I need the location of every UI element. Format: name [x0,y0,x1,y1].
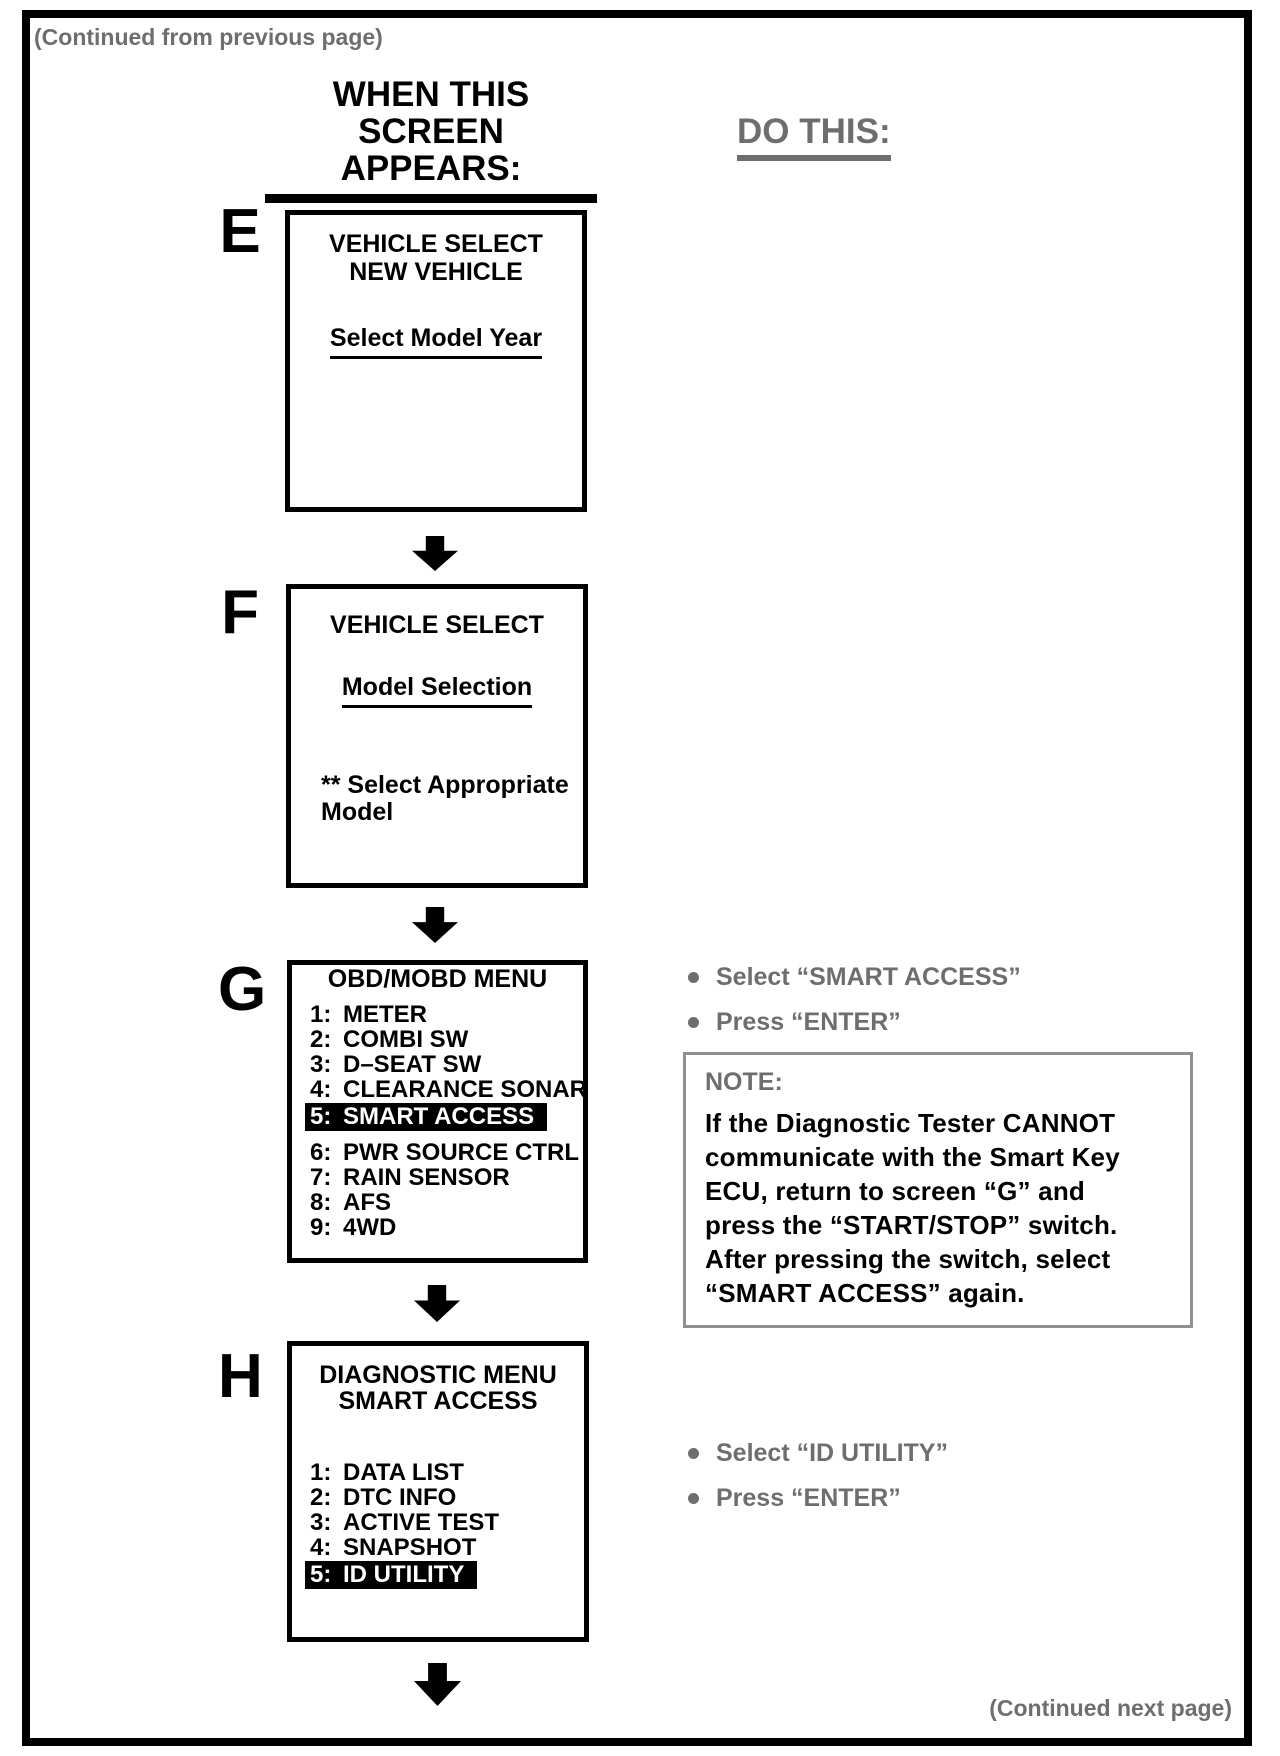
continued-from-note: (Continued from previous page) [34,24,383,50]
screen-h-title: DIAGNOSTIC MENU SMART ACCESS [292,1362,584,1414]
screen-e-title: VEHICLE SELECT NEW VEHICLE [290,230,582,286]
note-body: If the Diagnostic Tester CANNOT communic… [705,1106,1176,1310]
obd-mobd-menu-list: 1:METER 2:COMBI SW 3:D–SEAT SW 4:CLEARAN… [292,1001,588,1241]
diagnostic-menu-list: 1:DATA LIST 2:DTC INFO 3:ACTIVE TEST 4:S… [292,1460,584,1589]
screen-f-model-selection-link: Model Selection [341,673,533,708]
menu-item-smart-access-highlighted: 5:SMART ACCESS [305,1103,583,1131]
bullet-icon [688,972,699,983]
screen-label-e: E [219,197,261,266]
menu-item-id-utility-highlighted: 5:ID UTILITY [305,1561,584,1589]
menu-item-dtc-info: 2:DTC INFO [310,1484,457,1511]
instruction-press-enter: Press “ENTER” [688,1485,948,1512]
note-body-line: After pressing the switch, select [705,1244,1111,1274]
menu-item-clearance-sonar: 4:CLEARANCE SONAR [310,1076,588,1103]
screen-e-select-model-year-link: Select Model Year [329,324,543,359]
header-when-this-line1: WHEN THIS [332,75,530,114]
screen-f-footnote-line1: ** Select Appropriate [321,771,569,799]
screen-label-h: H [218,1342,263,1411]
screen-e-vehicle-select-new: VEHICLE SELECT NEW VEHICLE Select Model … [285,210,587,512]
menu-item-pwr-source-ctrl: 6:PWR SOURCE CTRL [310,1139,579,1166]
menu-item-meter: 1:METER [310,1001,427,1028]
bullet-icon [688,1017,699,1028]
screen-f-vehicle-select: VEHICLE SELECT Model Selection ** Select… [286,584,588,888]
screen-g-title: OBD/MOBD MENU [327,965,548,993]
instructions-for-screen-g: Select “SMART ACCESS” Press “ENTER” [688,964,1021,1054]
menu-item-data-list: 1:DATA LIST [310,1459,464,1486]
note-body-line: If the Diagnostic Tester CANNOT [705,1108,1116,1138]
header-when-this-line2: SCREEN APPEARS: [340,112,522,188]
menu-item-afs: 8:AFS [310,1189,391,1216]
menu-item-snapshot: 4:SNAPSHOT [310,1534,477,1561]
screen-label-g: G [218,955,267,1024]
instruction-select-id-utility: Select “ID UTILITY” [688,1440,948,1467]
screen-e-title-line2: NEW VEHICLE [349,258,523,286]
instruction-select-smart-access: Select “SMART ACCESS” [688,964,1021,991]
screen-label-f: F [221,578,259,647]
menu-item-d-seat-sw: 3:D–SEAT SW [310,1051,482,1078]
note-body-line: press the “START/STOP” switch. [705,1210,1118,1240]
instruction-press-enter: Press “ENTER” [688,1009,1021,1036]
note-body-line: communicate with the Smart Key [705,1142,1120,1172]
bullet-icon [688,1448,699,1459]
note-box: NOTE: If the Diagnostic Tester CANNOT co… [683,1052,1193,1328]
column-header-do-this: DO THIS: [737,112,891,161]
screen-h-title-line2: SMART ACCESS [338,1387,538,1415]
screen-g-obd-mobd-menu: OBD/MOBD MENU 1:METER 2:COMBI SW 3:D–SEA… [287,960,588,1263]
screen-f-title: VEHICLE SELECT [330,611,544,639]
continued-next-note: (Continued next page) [989,1695,1232,1721]
menu-item-combi-sw: 2:COMBI SW [310,1026,469,1053]
screen-e-title-line1: VEHICLE SELECT [329,230,543,258]
screen-f-footnote: ** Select Appropriate Model [321,772,583,826]
note-body-line: “SMART ACCESS” again. [705,1278,1025,1308]
note-body-line: ECU, return to screen “G” and [705,1176,1085,1206]
menu-item-4wd: 9:4WD [310,1214,397,1241]
note-title: NOTE: [705,1068,783,1096]
page-border-frame [22,10,1252,1746]
screen-f-footnote-line2: Model [321,798,394,826]
instructions-for-screen-h: Select “ID UTILITY” Press “ENTER” [688,1440,948,1530]
screen-h-title-line1: DIAGNOSTIC MENU [319,1361,557,1389]
menu-item-active-test: 3:ACTIVE TEST [310,1509,500,1536]
menu-item-rain-sensor: 7:RAIN SENSOR [310,1164,510,1191]
bullet-icon [688,1493,699,1504]
column-header-when-this: WHEN THIS SCREEN APPEARS: [265,76,597,203]
screen-h-diagnostic-menu: DIAGNOSTIC MENU SMART ACCESS 1:DATA LIST… [287,1341,589,1642]
